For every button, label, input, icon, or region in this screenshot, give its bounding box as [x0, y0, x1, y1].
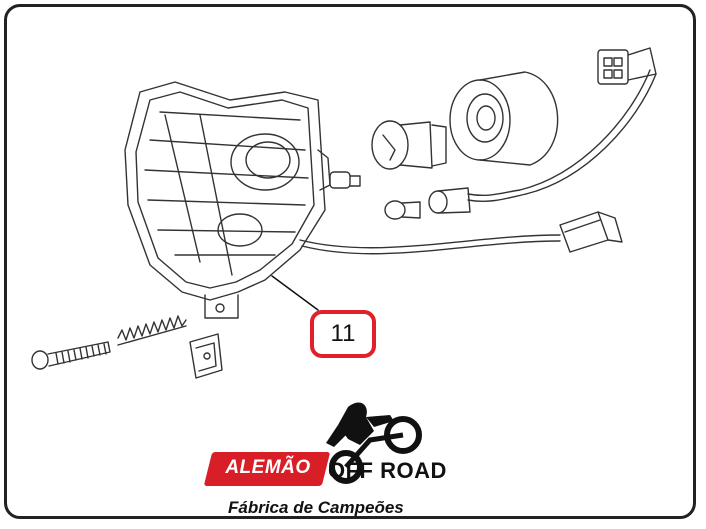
connector-plug-icon: [597, 47, 657, 85]
part-number-label: 11: [330, 320, 356, 347]
brand-logo: ALEMÃO OFF ROAD Fábrica de Campeões: [200, 395, 470, 520]
diagram-frame: [4, 4, 696, 519]
clip-nut-icon: [189, 333, 223, 379]
connector-plug-icon: [559, 211, 623, 253]
wiring-harness: [299, 69, 657, 255]
small-bulb-icon: [384, 187, 471, 220]
leader-line: [271, 275, 319, 311]
headlight-assembly-icon: [124, 81, 361, 319]
motocross-rider-logo-icon: [326, 402, 422, 484]
spring-icon: [117, 315, 187, 346]
bulb-icon: [371, 120, 447, 170]
brand-name-black: OFF ROAD: [328, 458, 447, 483]
bulb-socket-icon: [449, 71, 559, 166]
part-number-callout: 11: [310, 310, 376, 358]
brand-tagline: Fábrica de Campeões: [228, 498, 404, 517]
brand-name-red: ALEMÃO: [225, 457, 311, 478]
screw-icon: [31, 341, 111, 370]
